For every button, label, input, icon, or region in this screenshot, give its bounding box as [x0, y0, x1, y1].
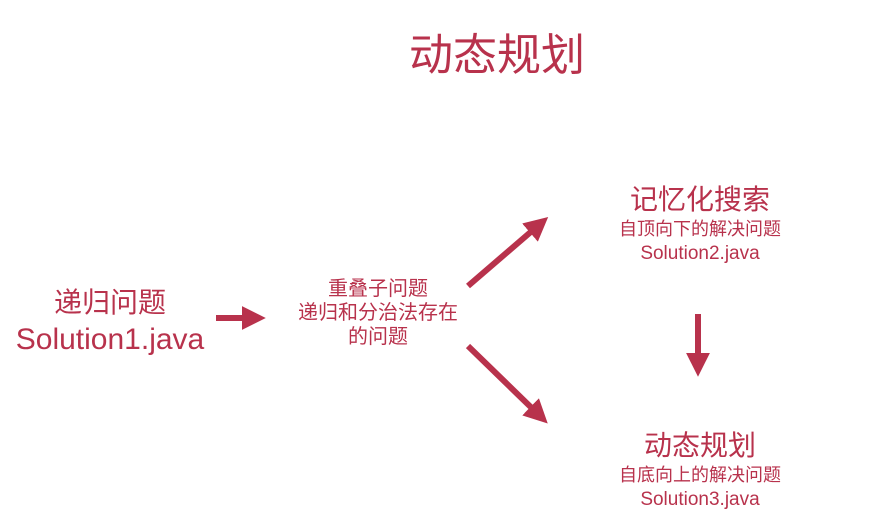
node-memoization: 记忆化搜索 自顶向下的解决问题 Solution2.java: [590, 182, 810, 266]
page-title: 动态规划: [409, 30, 585, 81]
node-overlap-line-1: 重叠子问题: [328, 276, 428, 300]
node-recursion-file: Solution1.java: [15, 323, 205, 356]
node-dp-label: 动态规划: [643, 429, 756, 462]
node-dp-file: Solution3.java: [640, 489, 760, 510]
node-memoization-desc: 自顶向下的解决问题: [619, 219, 781, 240]
node-dynamic-programming: 动态规划 自底向上的解决问题 Solution3.java: [590, 428, 810, 512]
node-dp-desc: 自底向上的解决问题: [619, 465, 781, 486]
node-overlap-line-3: 的问题: [348, 324, 408, 348]
node-overlap: 重叠子问题 递归和分治法存在 的问题: [268, 276, 488, 348]
node-recursion: 递归问题 Solution1.java: [0, 284, 220, 358]
node-memoization-label: 记忆化搜索: [629, 183, 770, 216]
node-memoization-file: Solution2.java: [640, 243, 760, 264]
arrow-overlap-to-dp: [465, 343, 548, 424]
node-recursion-label: 递归问题: [53, 286, 166, 319]
node-overlap-line-2: 递归和分治法存在: [298, 300, 458, 324]
arrow-overlap-to-memo: [466, 216, 549, 289]
